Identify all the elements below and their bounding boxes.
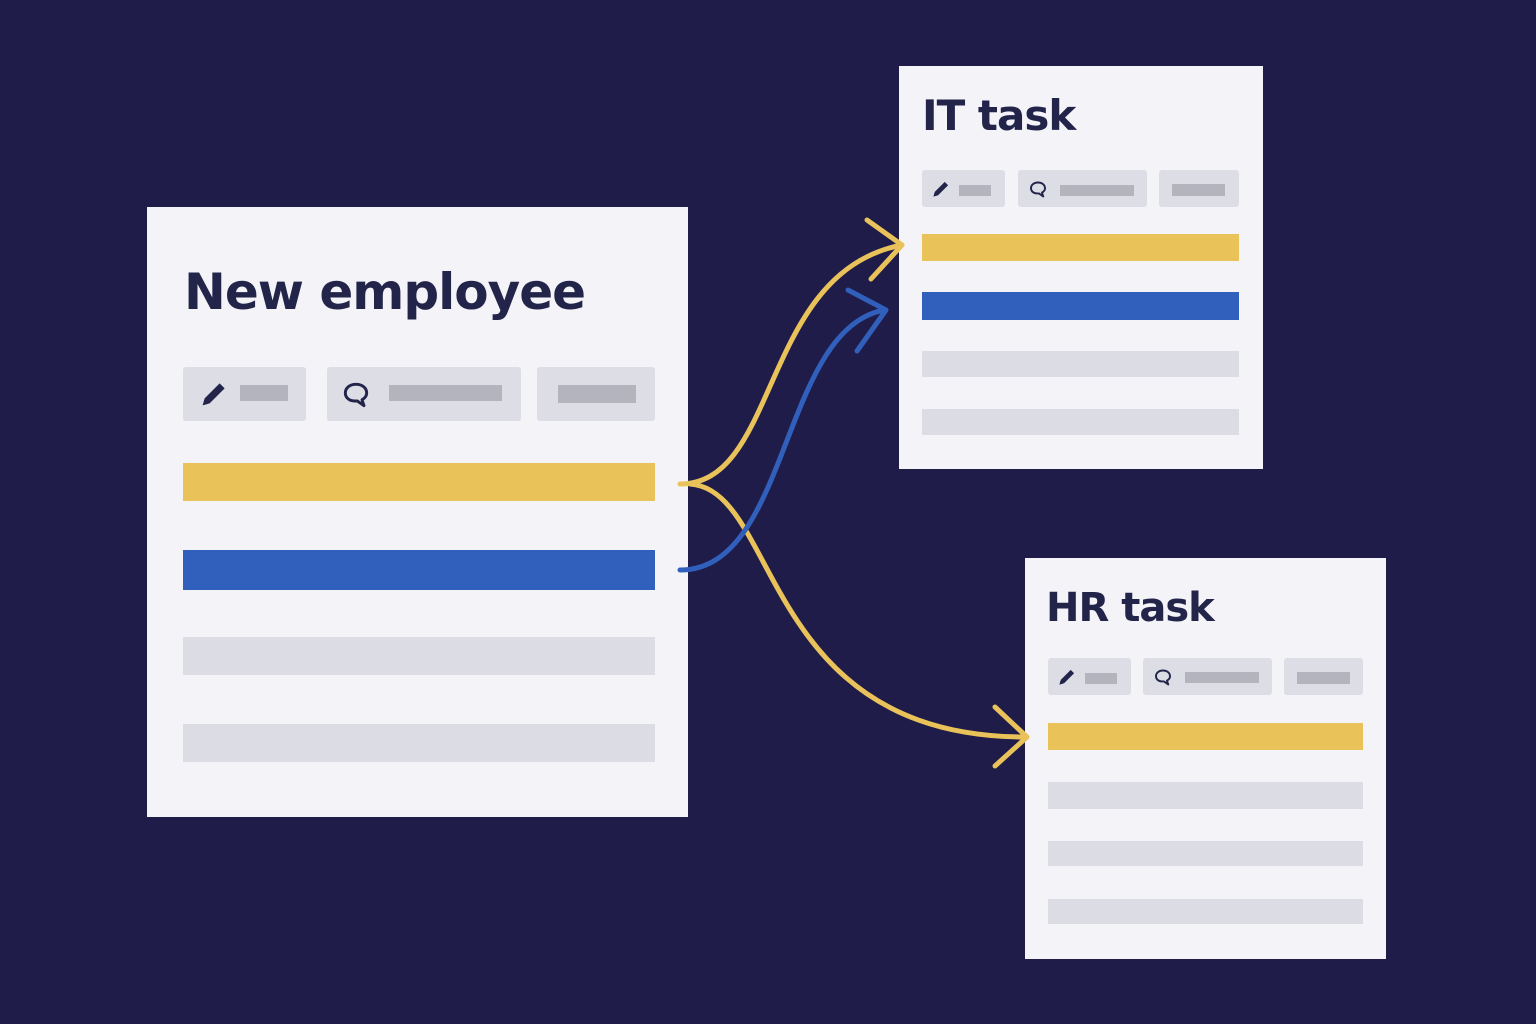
blank-button-label-placeholder bbox=[558, 385, 636, 403]
row-yellow bbox=[183, 463, 655, 501]
row-gray bbox=[1048, 782, 1363, 809]
comment-icon bbox=[1030, 181, 1046, 198]
comment-button-label-placeholder bbox=[389, 385, 502, 401]
edit-button[interactable] bbox=[183, 367, 306, 421]
row-gray bbox=[183, 637, 655, 675]
blank-button-label-placeholder bbox=[1297, 672, 1350, 684]
card-title: IT task bbox=[922, 91, 1076, 140]
row-gray bbox=[1048, 841, 1363, 866]
edit-button[interactable] bbox=[1048, 658, 1131, 695]
comment-button[interactable] bbox=[1143, 658, 1272, 695]
card-title: HR task bbox=[1046, 585, 1215, 631]
comment-button-label-placeholder bbox=[1060, 185, 1134, 196]
row-gray bbox=[183, 724, 655, 762]
comment-button[interactable] bbox=[1018, 170, 1147, 207]
edit-button-label-placeholder bbox=[959, 185, 991, 196]
blank-button-label-placeholder bbox=[1172, 184, 1225, 196]
blank-button[interactable] bbox=[1159, 170, 1239, 207]
row-blue bbox=[922, 292, 1239, 320]
edit-button-label-placeholder bbox=[240, 385, 288, 401]
comment-button-label-placeholder bbox=[1185, 672, 1259, 683]
new-employee-card: New employee bbox=[147, 207, 688, 817]
row-gray bbox=[1048, 899, 1363, 924]
hr-task-card: HR task bbox=[1025, 558, 1386, 959]
row-yellow bbox=[1048, 723, 1363, 750]
it-task-card: IT task bbox=[899, 66, 1263, 469]
comment-icon bbox=[1155, 669, 1171, 686]
edit-button-label-placeholder bbox=[1085, 673, 1117, 684]
pencil-icon bbox=[202, 383, 225, 406]
row-gray bbox=[922, 409, 1239, 435]
card-title: New employee bbox=[184, 263, 586, 321]
edit-button[interactable] bbox=[922, 170, 1005, 207]
pencil-icon bbox=[1059, 669, 1075, 685]
blank-button[interactable] bbox=[1284, 658, 1363, 695]
row-yellow bbox=[922, 234, 1239, 261]
row-gray bbox=[922, 351, 1239, 377]
comment-icon bbox=[343, 382, 369, 408]
pencil-icon bbox=[933, 181, 949, 197]
comment-button[interactable] bbox=[327, 367, 521, 421]
blank-button[interactable] bbox=[537, 367, 655, 421]
row-blue bbox=[183, 550, 655, 590]
